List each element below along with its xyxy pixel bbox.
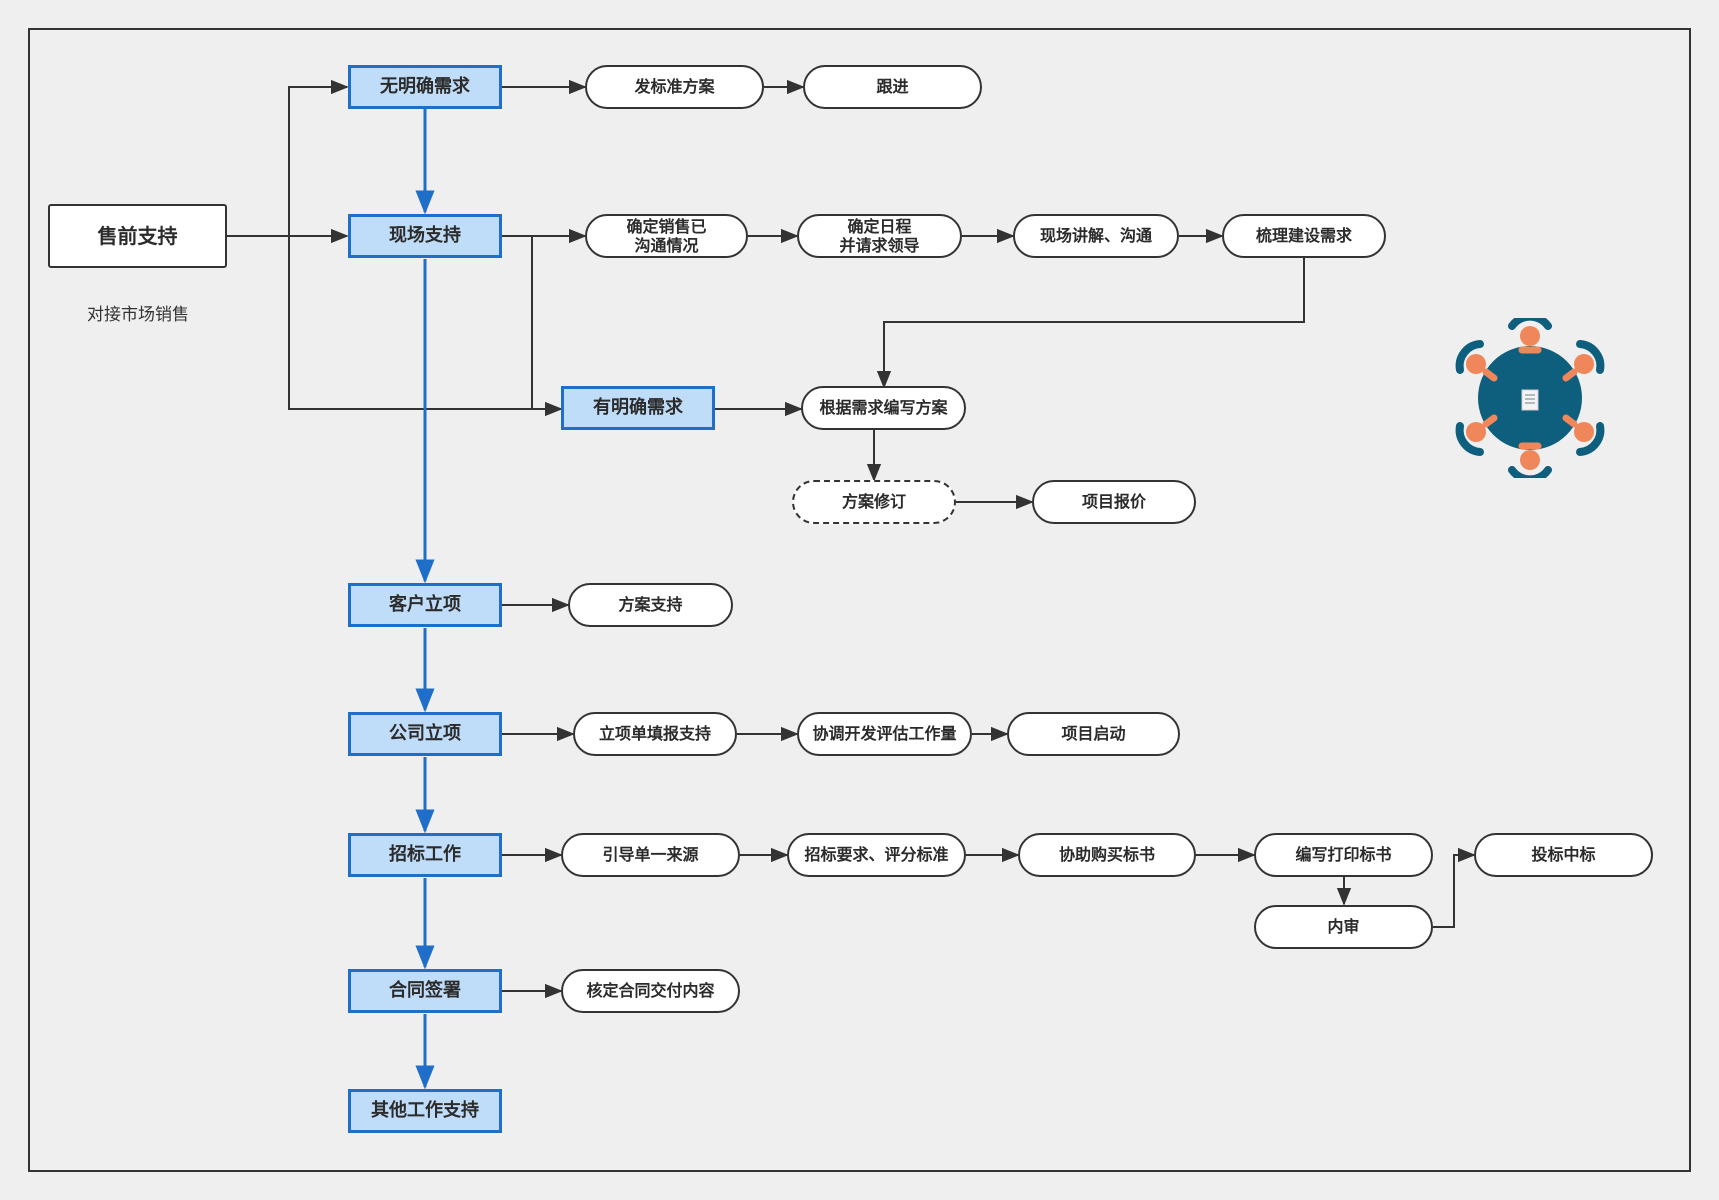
node-fill-form: 立项单填报支持 bbox=[573, 712, 737, 756]
node-write-plan: 根据需求编写方案 bbox=[801, 386, 966, 430]
node-onsite-talk: 现场讲解、沟通 bbox=[1013, 214, 1179, 258]
node-clear-req: 有明确需求 bbox=[561, 386, 715, 430]
node-confirm-sales: 确定销售已 沟通情况 bbox=[585, 214, 748, 258]
node-contract: 合同签署 bbox=[348, 969, 502, 1013]
node-print-docs: 编写打印标书 bbox=[1254, 833, 1433, 877]
node-presales: 售前支持 bbox=[48, 204, 227, 268]
node-revise-plan: 方案修订 bbox=[792, 480, 956, 524]
diagram-frame bbox=[28, 28, 1691, 1172]
edge-sort-write-plan bbox=[876, 257, 1305, 389]
node-follow-up: 跟进 bbox=[803, 65, 982, 109]
node-sort-req: 梳理建设需求 bbox=[1222, 214, 1386, 258]
edge-onsite-clear-req bbox=[502, 235, 533, 409]
node-verify-delivery: 核定合同交付内容 bbox=[561, 969, 740, 1013]
node-bidding: 招标工作 bbox=[348, 833, 502, 877]
meeting-table-icon bbox=[1455, 318, 1605, 478]
node-single-source: 引导单一来源 bbox=[561, 833, 740, 877]
node-company-project: 公司立项 bbox=[348, 712, 502, 756]
node-other-support: 其他工作支持 bbox=[348, 1089, 502, 1133]
edge-review-win bbox=[1433, 847, 1476, 928]
node-buy-docs: 协助购买标书 bbox=[1018, 833, 1196, 877]
node-coordinate-dev: 协调开发评估工作量 bbox=[797, 712, 972, 756]
node-bid-req: 招标要求、评分标准 bbox=[787, 833, 966, 877]
node-win-bid: 投标中标 bbox=[1474, 833, 1653, 877]
edge-presales-no-clear-req bbox=[288, 79, 349, 236]
node-project-start: 项目启动 bbox=[1007, 712, 1180, 756]
presales-note: 对接市场销售 bbox=[87, 305, 189, 325]
node-confirm-schedule: 确定日程 并请求领导 bbox=[797, 214, 962, 258]
edge-presales-clear-req bbox=[288, 236, 563, 417]
node-quote: 项目报价 bbox=[1032, 480, 1196, 524]
node-internal-review: 内审 bbox=[1254, 905, 1433, 949]
node-plan-support: 方案支持 bbox=[568, 583, 733, 627]
node-onsite: 现场支持 bbox=[348, 214, 502, 258]
node-customer-project: 客户立项 bbox=[348, 583, 502, 627]
node-no-clear-req: 无明确需求 bbox=[348, 65, 502, 109]
node-send-std-plan: 发标准方案 bbox=[585, 65, 764, 109]
